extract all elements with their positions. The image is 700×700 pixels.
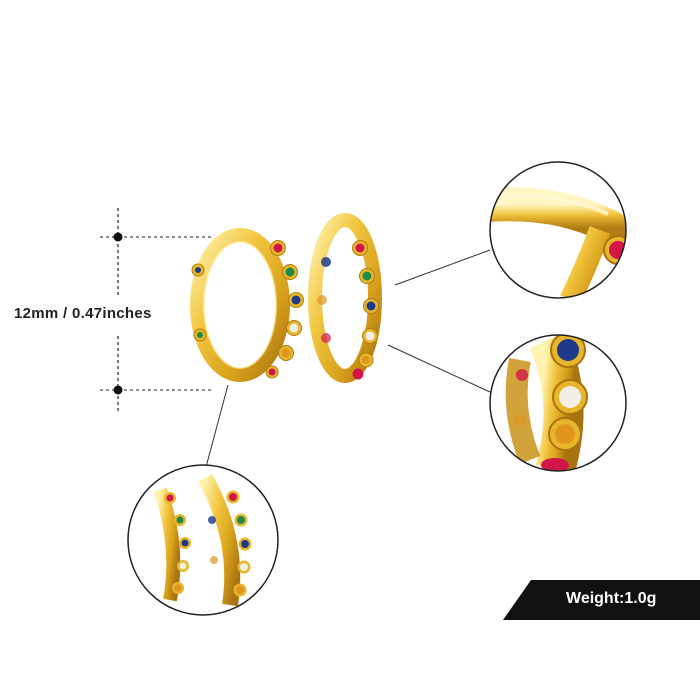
hoop-earring-right	[308, 213, 382, 383]
zoom-detail-top	[489, 161, 627, 299]
weight-badge	[503, 580, 700, 620]
zoom-detail-pair	[127, 464, 279, 616]
callout-lines	[205, 249, 491, 468]
zoom-detail-stones	[489, 334, 627, 472]
hoop-earring-left	[190, 228, 304, 382]
weight-label: Weight:1.0g	[566, 590, 657, 607]
size-label: 12mm / 0.47inches	[14, 305, 152, 322]
dimension-marker	[100, 208, 212, 412]
